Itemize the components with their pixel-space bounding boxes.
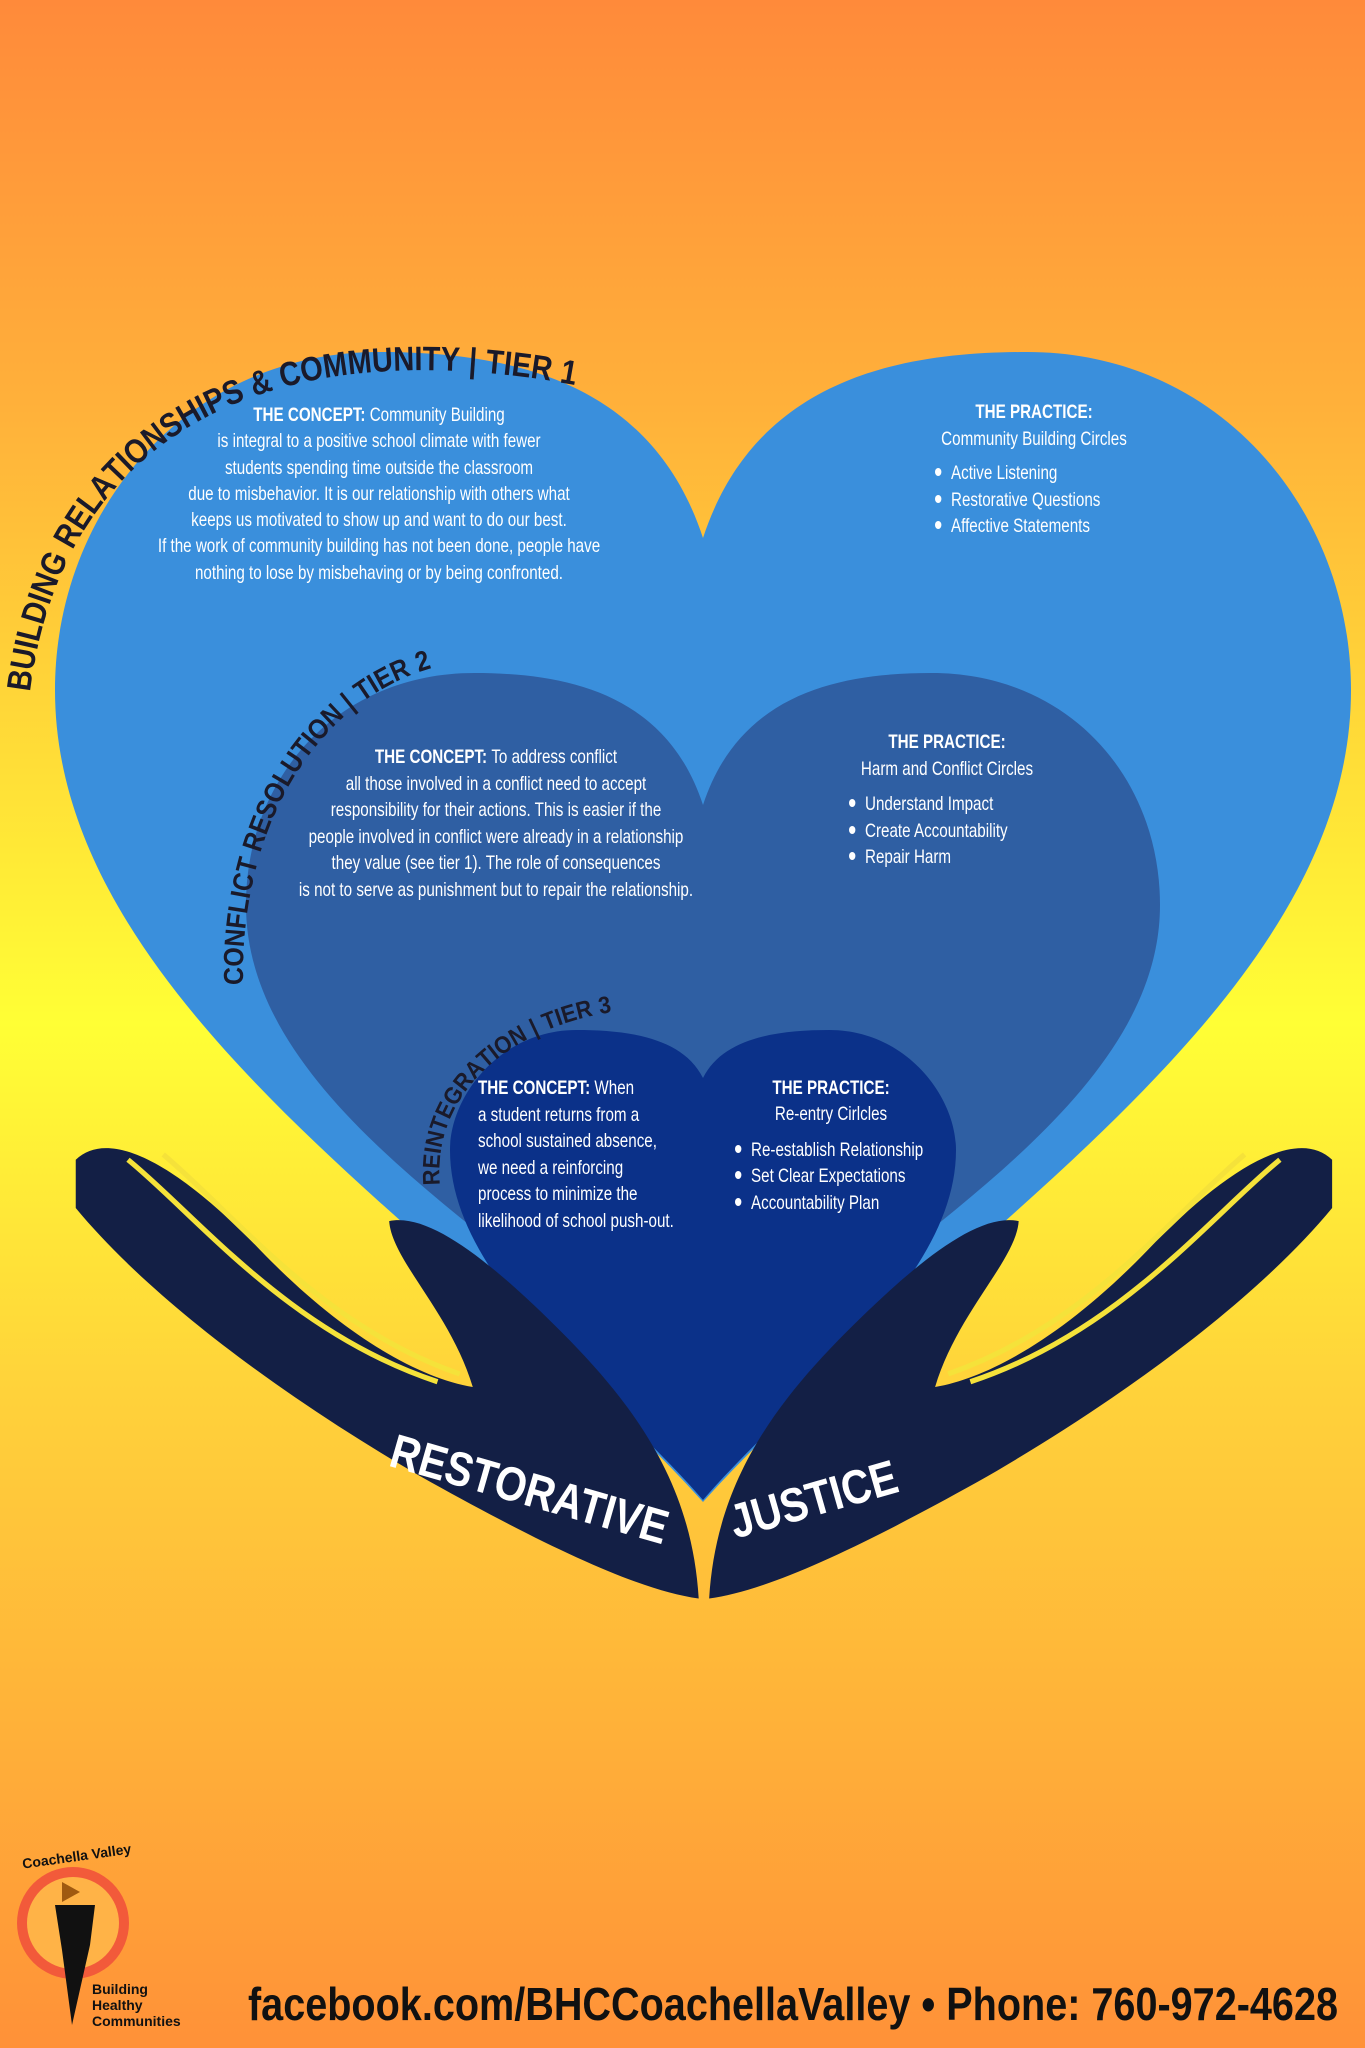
practice-item: Set Clear Expectations: [751, 1164, 905, 1186]
heading-char: N: [393, 339, 415, 378]
tier2-concept: THE CONCEPT: To address conflict all tho…: [299, 745, 693, 900]
practice-item: Restorative Questions: [951, 488, 1100, 510]
heading-char: C: [218, 967, 250, 985]
svg-text:Re-entry Cirlcles: Re-entry Cirlcles: [775, 1102, 887, 1124]
concept-label: THE CONCEPT:: [478, 1076, 590, 1098]
heading-char: M: [320, 344, 350, 386]
heading-char: F: [220, 912, 253, 931]
heading-char: I: [414, 339, 422, 378]
tier3-heart: [450, 1030, 956, 1500]
svg-text:THE CONCEPT: To address confli: THE CONCEPT: To address conflict: [375, 745, 617, 767]
svg-text:due to misbehavior. It is our: due to misbehavior. It is our relationsh…: [188, 482, 570, 504]
tier2-heart: [246, 673, 1160, 1420]
practice-item: Accountability Plan: [751, 1191, 879, 1213]
tier3-concept: THE CONCEPT: When a student returns from…: [477, 1076, 674, 1231]
svg-text:THE PRACTICE:: THE PRACTICE:: [772, 1076, 889, 1098]
heading-char: E: [417, 1153, 445, 1170]
heading-char: I: [419, 1145, 447, 1155]
practice-item: Create Accountability: [865, 819, 1008, 841]
heading-char: T: [484, 342, 505, 382]
heading-char: T: [422, 339, 440, 378]
logo-line: Building: [92, 1981, 148, 1997]
left-hand: [75, 1148, 699, 1599]
heading-char: R: [417, 1169, 445, 1186]
butterfly-icon: [62, 1882, 80, 1902]
footer-contact: facebook.com/BHCCoachellaValley • Phone:…: [248, 1978, 1338, 2030]
heading-char: L: [222, 896, 256, 916]
svg-text:people involved in conflict we: people involved in conflict were already…: [309, 825, 684, 847]
heading-char: M: [345, 341, 373, 382]
heading-char: Y: [440, 339, 461, 378]
heading-char: U: [371, 340, 394, 380]
heading-char: N: [420, 1128, 450, 1150]
concept-label: THE CONCEPT:: [375, 745, 487, 767]
heading-char: R: [573, 994, 595, 1024]
practice-item: Active Listening: [951, 461, 1057, 483]
heading-char: O: [218, 947, 250, 968]
practice-item: Affective Statements: [951, 514, 1090, 536]
svg-text:keeps us motivated to show up: keeps us motivated to show up and want t…: [191, 508, 567, 530]
svg-text:we need a reinforcing: we need a reinforcing: [477, 1156, 623, 1178]
svg-text:is integral to a positive scho: is integral to a positive school climate…: [217, 429, 540, 451]
tier3-practice: THE PRACTICE: Re-entry Cirlcles Re-estab…: [735, 1076, 923, 1213]
svg-text:school sustained absence,: school sustained absence,: [478, 1129, 657, 1151]
practice-item: Repair Harm: [865, 845, 951, 867]
heading-char: 3: [596, 990, 613, 1019]
tier2-practice: THE PRACTICE: Harm and Conflict Circles …: [849, 730, 1033, 867]
svg-text:students spending time outside: students spending time outside the class…: [225, 456, 533, 478]
tier1-practice: THE PRACTICE: Community Building Circles…: [935, 400, 1127, 536]
hands-illustration: [75, 1148, 1333, 1599]
practice-item: Re-establish Relationship: [751, 1138, 923, 1160]
svg-text:is not to serve as punishment: is not to serve as punishment but to rep…: [299, 878, 693, 900]
practice-item: Understand Impact: [865, 792, 993, 814]
svg-text:they value (see tier 1). The r: they value (see tier 1). The role of con…: [332, 851, 661, 873]
heading-char: N: [218, 928, 251, 948]
concept-label: THE CONCEPT:: [253, 403, 365, 425]
svg-text:THE PRACTICE:: THE PRACTICE:: [975, 400, 1092, 422]
right-hand: [709, 1148, 1333, 1599]
svg-text:THE PRACTICE:: THE PRACTICE:: [888, 730, 1005, 752]
fist-icon: [55, 1905, 95, 2025]
svg-text:THE CONCEPT: When: THE CONCEPT: When: [478, 1076, 634, 1098]
svg-text:likelihood of school push-out.: likelihood of school push-out.: [478, 1209, 674, 1231]
heading-char: |: [468, 340, 479, 379]
svg-text:all those involved in a confli: all those involved in a conflict need to…: [346, 772, 647, 794]
svg-text:process to minimize the: process to minimize the: [478, 1182, 638, 1204]
svg-text:a student returns from a: a student returns from a: [478, 1103, 640, 1125]
svg-text:THE CONCEPT: Community Buildin: THE CONCEPT: Community Building: [253, 403, 504, 425]
svg-text:nothing to lose by misbehaving: nothing to lose by misbehaving or by bei…: [195, 561, 563, 583]
logo-line: Communities: [92, 2013, 181, 2029]
svg-text:Harm and Conflict Circles: Harm and Conflict Circles: [861, 757, 1033, 779]
svg-text:If the work of community build: If the work of community building has no…: [158, 534, 600, 556]
heading-char: 1: [558, 351, 581, 392]
heading-char: E: [510, 344, 534, 385]
logo-line: Healthy: [92, 1997, 143, 2013]
svg-text:responsibility for their actio: responsibility for their actions. This i…: [331, 798, 662, 820]
tier1-concept: THE CONCEPT: Community Building is integ…: [158, 403, 600, 583]
bhc-logo: Coachella Valley Building Healthy Commun…: [17, 1840, 181, 2029]
svg-text:Community Building Circles: Community Building Circles: [941, 427, 1127, 449]
